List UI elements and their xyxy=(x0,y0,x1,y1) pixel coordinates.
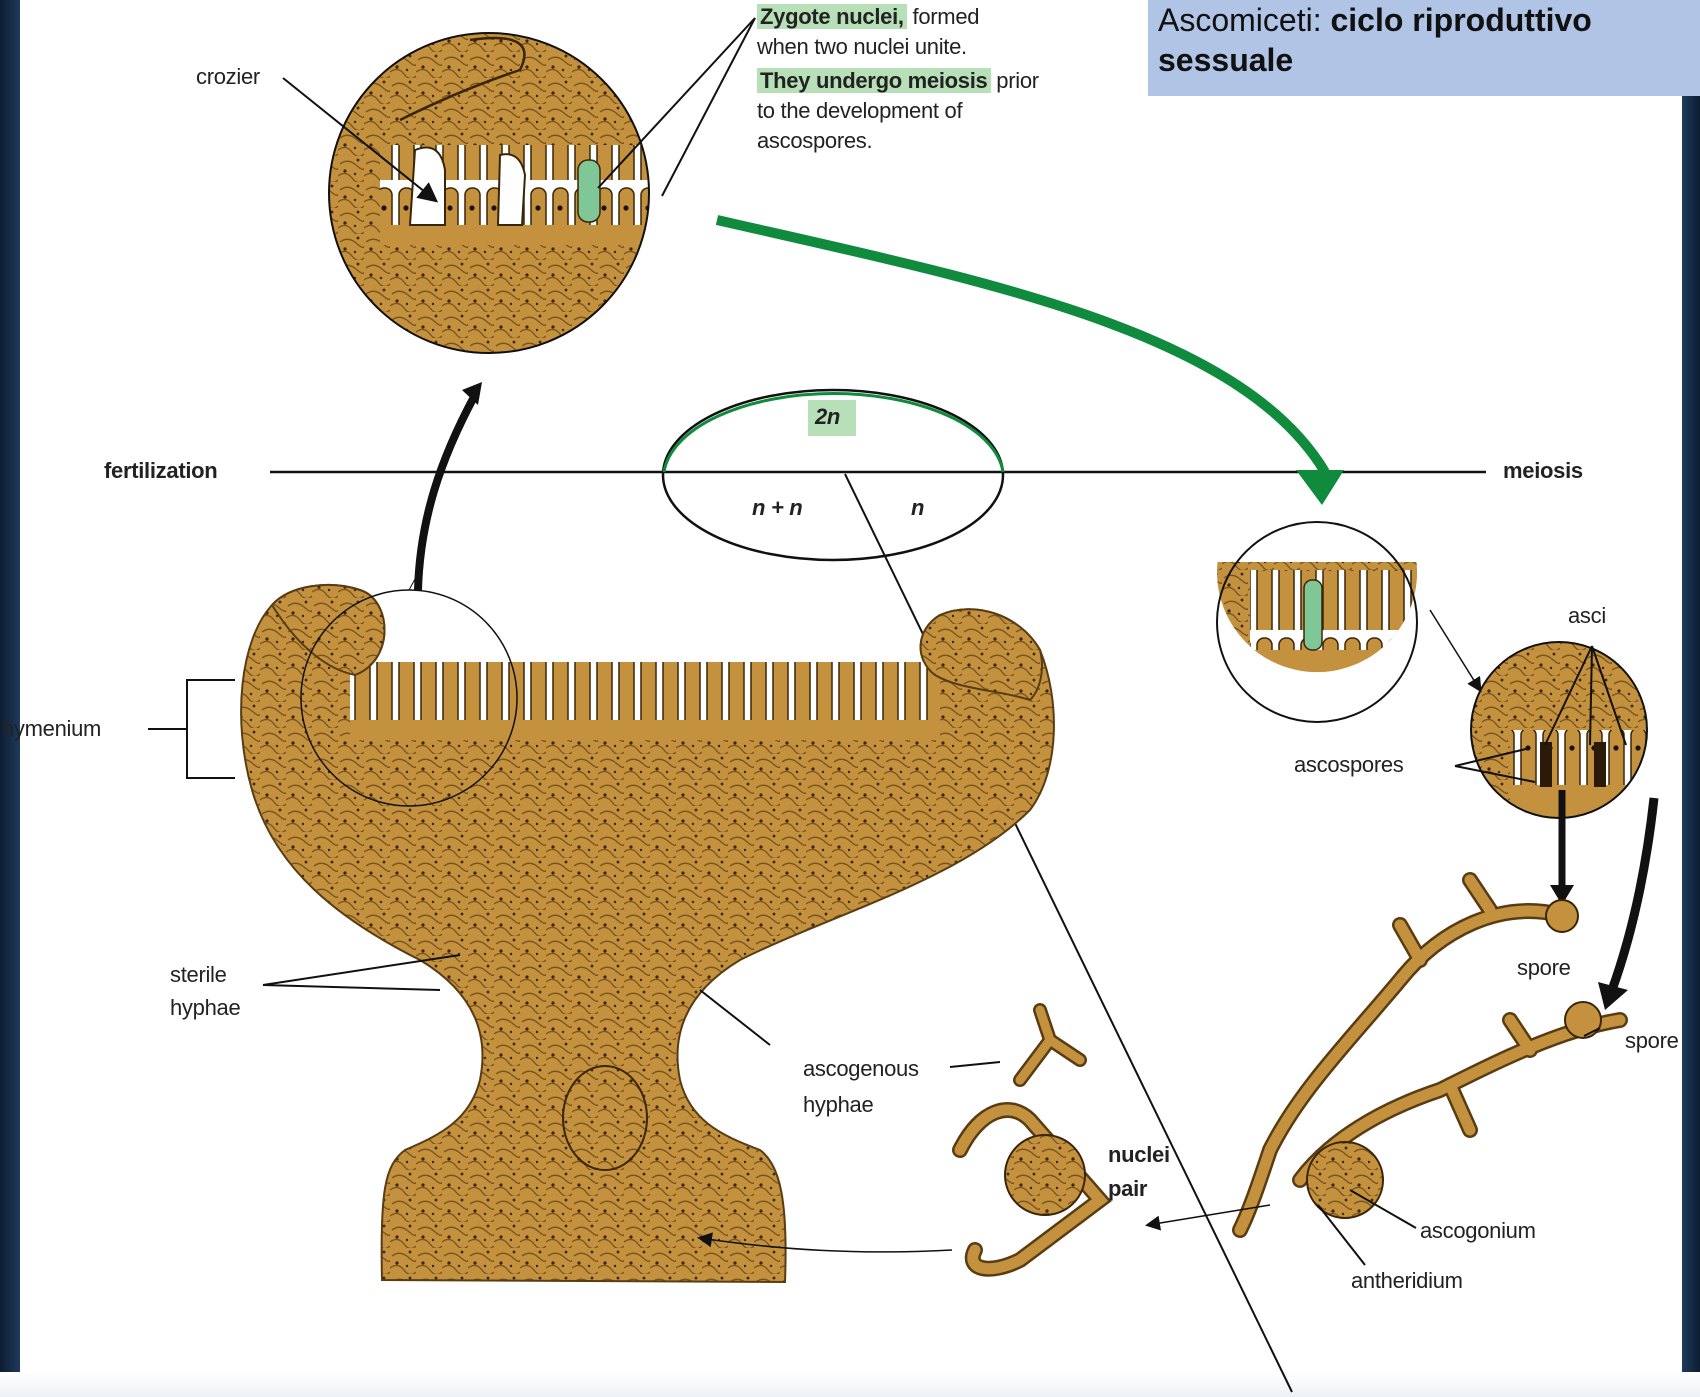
title-bold: ciclo riproduttivo xyxy=(1330,2,1591,38)
fertilization-structure xyxy=(960,1010,1100,1269)
title-regular: Ascomiceti: xyxy=(1158,2,1330,38)
callout-line1: Zygote nuclei, formed xyxy=(757,4,979,30)
ascospores-label: ascospores xyxy=(1294,752,1404,778)
spore-body-2 xyxy=(1565,1002,1601,1038)
nuclei-pair-label-2: pair xyxy=(1108,1176,1147,1202)
callout-line2: when two nuclei unite. xyxy=(757,34,967,60)
spore-label-2: spore xyxy=(1625,1028,1679,1054)
spore-label-1: spore xyxy=(1517,955,1571,981)
ascogenous-leader-2 xyxy=(950,1062,1000,1067)
spore-body-1 xyxy=(1546,900,1578,932)
sterile-hyphae-label-2: hyphae xyxy=(170,995,240,1021)
slide-title: Ascomiceti: ciclo riproduttivo sessuale xyxy=(1148,0,1700,96)
ascocarp-cup xyxy=(241,585,1054,1282)
meiosis-zoom-circle xyxy=(1210,522,1430,782)
asci-label: asci xyxy=(1568,603,1606,629)
callout-line3-rest: prior xyxy=(991,68,1039,93)
arrow-to-spore-2 xyxy=(1612,798,1654,990)
crozier-label: crozier xyxy=(196,64,260,90)
zygote-pointer-2 xyxy=(662,18,755,196)
nuclei-pair-label-1: nuclei xyxy=(1108,1142,1170,1168)
arrow-to-asci xyxy=(1430,610,1480,690)
callout-line5: ascospores. xyxy=(757,128,872,154)
ascogonium-label: ascogonium xyxy=(1420,1218,1536,1244)
meiosis-highlight: They undergo meiosis xyxy=(757,68,991,93)
fertilization-label: fertilization xyxy=(104,458,217,484)
two-n-label: 2n xyxy=(815,404,840,430)
title-line2: sessuale xyxy=(1158,40,1690,80)
arrow-to-top-circle xyxy=(418,395,475,590)
n-plus-n-label: n + n xyxy=(752,495,802,521)
sterile-leader-2 xyxy=(263,985,440,990)
n-label: n xyxy=(911,495,924,521)
ascogenous-hyphae-label-2: hyphae xyxy=(803,1092,873,1118)
ascogenous-hyphae-label-1: ascogenous xyxy=(803,1056,919,1082)
callout-line3: They undergo meiosis prior xyxy=(757,68,1039,94)
hymenium-label: hymenium xyxy=(2,716,101,742)
ascogenous-leader-1 xyxy=(700,990,770,1045)
callout-line1-rest: formed xyxy=(907,4,979,29)
top-zoom-circle xyxy=(320,25,672,365)
callout-line4: to the development of xyxy=(757,98,962,124)
sterile-leader-1 xyxy=(263,955,460,985)
antheridium-label: antheridium xyxy=(1351,1268,1463,1294)
hymenium-bracket xyxy=(187,680,235,778)
zygote-highlight: Zygote nuclei, xyxy=(757,4,907,29)
sterile-hyphae-label-1: sterile xyxy=(170,962,227,988)
meiosis-label: meiosis xyxy=(1503,458,1583,484)
